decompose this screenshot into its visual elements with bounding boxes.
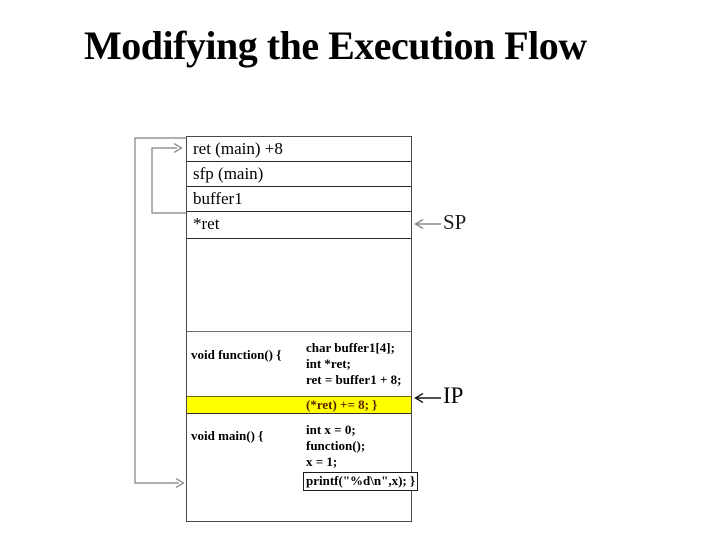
stack-row-buffer1: buffer1 — [187, 187, 411, 212]
starret-to-ret-arrow — [151, 142, 186, 214]
code-line: x = 1; — [306, 454, 338, 469]
code-line: ret = buffer1 + 8; — [306, 372, 402, 387]
printf-target-box: printf("%d\n",x); } — [303, 472, 419, 491]
ip-register-label: IP — [443, 383, 464, 408]
ret-to-printf-arrow — [134, 137, 186, 489]
code-line: int *ret; — [306, 356, 351, 371]
pointer-brackets — [134, 137, 186, 489]
slide-title: Modifying the Execution Flow — [84, 23, 587, 68]
ip-arrow-icon — [414, 392, 441, 404]
stack-row-ret: ret (main) +8 — [187, 137, 411, 162]
stack-row-starret: *ret — [187, 212, 411, 239]
highlighted-instruction: (*ret) += 8; } — [187, 396, 411, 413]
main-code-section: void main() { int x = 0; function(); x =… — [187, 414, 419, 527]
sp-register-label: SP — [443, 210, 467, 234]
stack-empty-region — [187, 239, 411, 332]
code-line: function(); — [306, 438, 366, 453]
code-line: int x = 0; — [306, 422, 356, 437]
code-line: char buffer1[4]; — [306, 340, 395, 355]
function-code-section: void function() { char buffer1[4]; int *… — [187, 332, 411, 414]
stack-row-sfp: sfp (main) — [187, 162, 411, 187]
memory-diagram: ret (main) +8 sfp (main) buffer1 *ret vo… — [186, 136, 419, 522]
function-signature: void function() { — [191, 347, 282, 362]
sp-arrow-icon — [414, 218, 441, 230]
main-signature: void main() { — [191, 428, 264, 443]
